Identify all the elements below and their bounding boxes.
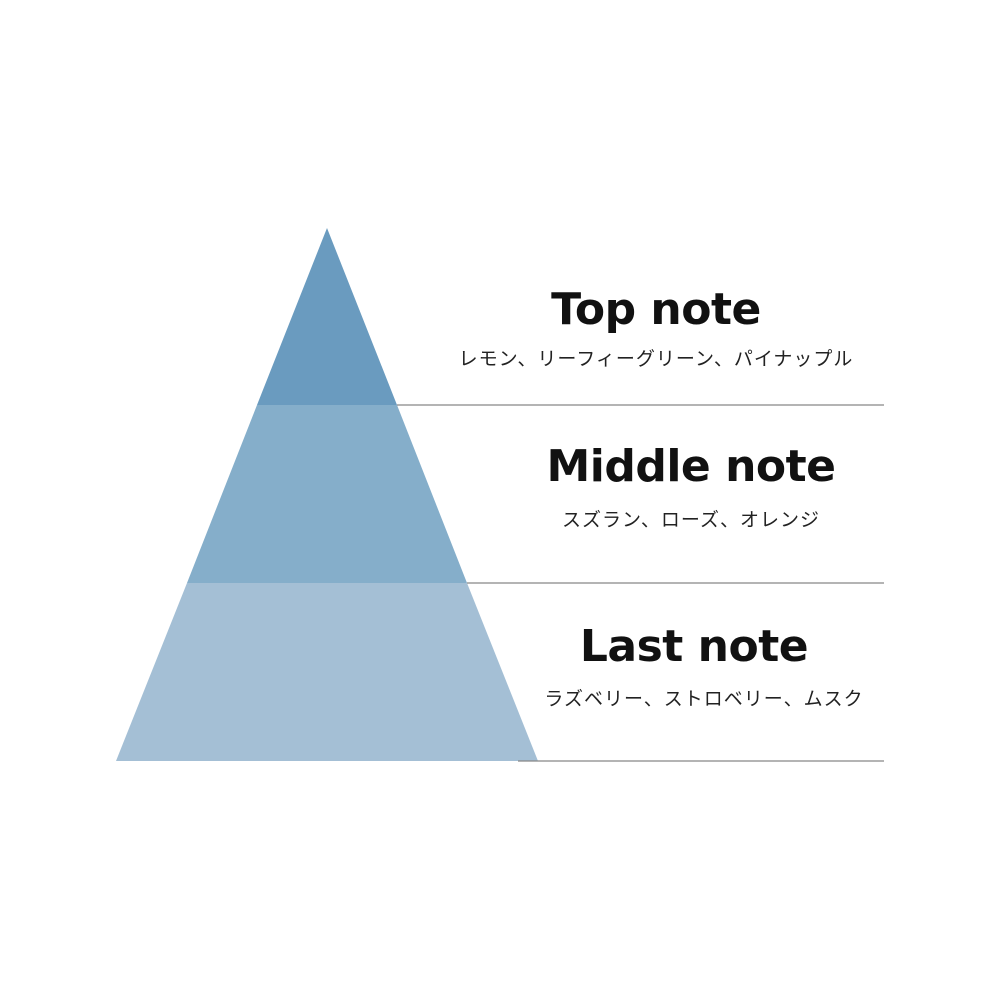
- last-note-ingredients: ラズベリー、ストロベリー、ムスク: [544, 688, 864, 710]
- top-note-title: Top note: [551, 284, 761, 335]
- middle-note-title: Middle note: [546, 441, 836, 492]
- pyramid-tier-last: [116, 583, 538, 761]
- pyramid-tier-middle: [187, 405, 467, 583]
- last-note-title: Last note: [579, 621, 809, 672]
- middle-note-ingredients: スズラン、ローズ、オレンジ: [562, 509, 820, 531]
- pyramid-tier-top: [257, 228, 397, 405]
- top-note-ingredients: レモン、リーフィーグリーン、パイナップル: [458, 348, 854, 370]
